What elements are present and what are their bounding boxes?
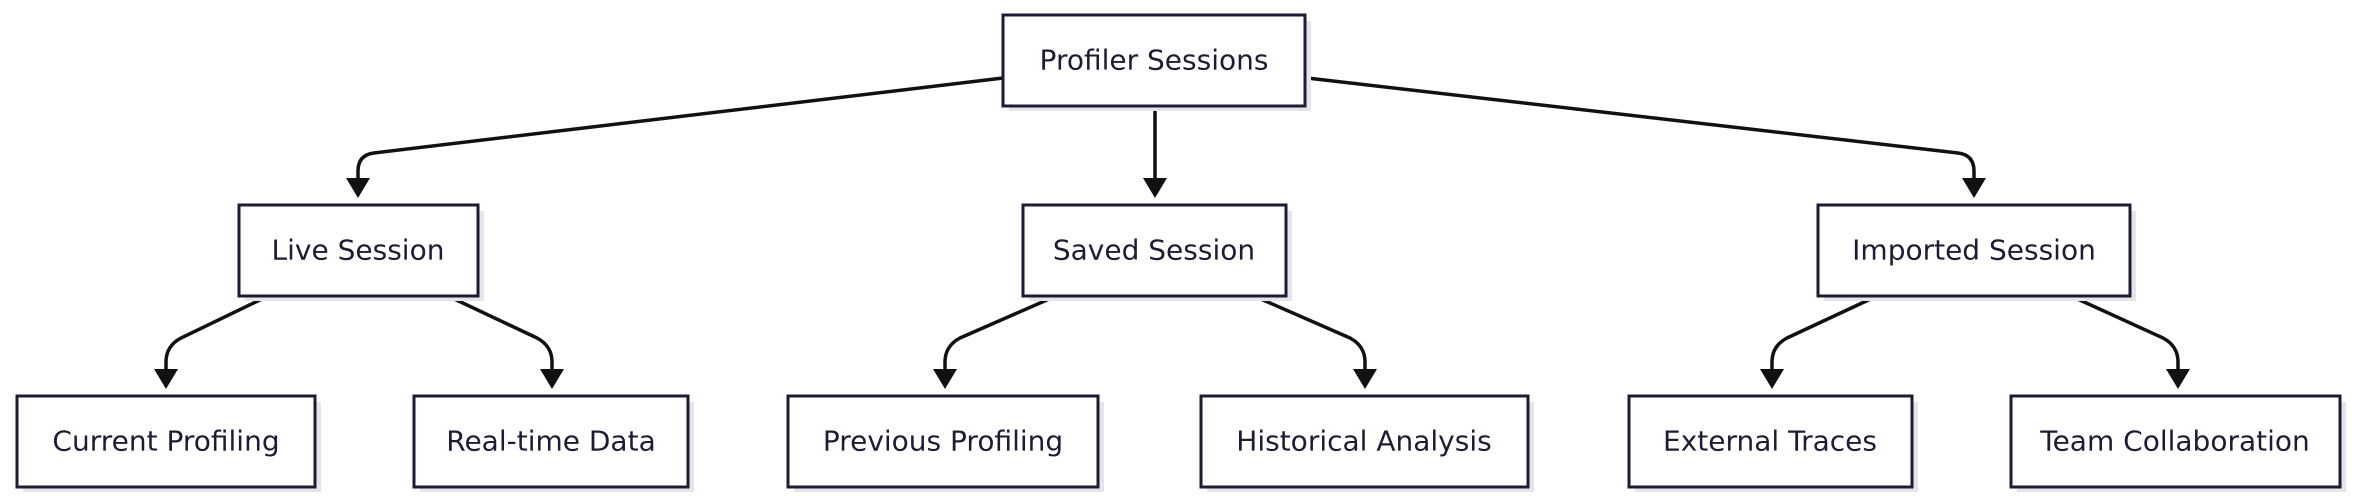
node-label-current-profiling: Current Profiling: [52, 425, 279, 458]
edge-imported-to-team-collaboration: [2070, 294, 2180, 371]
edge-root-to-imported: [1306, 76, 1976, 180]
node-team-collaboration: Team Collaboration: [2009, 394, 2346, 492]
edge-live-to-realtime-data: [447, 294, 554, 371]
node-label-profiler-sessions: Profiler Sessions: [1040, 44, 1269, 77]
node-live-session: Live Session: [237, 203, 484, 301]
arrowhead-team-collaboration: [2166, 369, 2190, 389]
node-current-profiling: Current Profiling: [15, 394, 321, 492]
arrowhead-live: [346, 178, 370, 198]
arrowhead-historical-analysis: [1353, 369, 1377, 389]
node-profiler-sessions: Profiler Sessions: [1001, 13, 1311, 111]
arrowhead-imported: [1962, 178, 1986, 198]
edge-root-to-live: [356, 76, 1004, 180]
arrowhead-saved: [1143, 178, 1167, 198]
edges: [154, 76, 2190, 389]
node-imported-session: Imported Session: [1816, 203, 2136, 301]
node-label-live-session: Live Session: [272, 234, 445, 267]
node-label-realtime-data: Real-time Data: [446, 425, 655, 458]
node-saved-session: Saved Session: [1021, 203, 1292, 301]
edge-imported-to-external-traces: [1770, 294, 1878, 371]
arrowhead-realtime-data: [540, 369, 564, 389]
node-label-imported-session: Imported Session: [1852, 234, 2096, 267]
node-realtime-data: Real-time Data: [412, 394, 694, 492]
node-label-previous-profiling: Previous Profiling: [823, 425, 1063, 458]
arrowhead-external-traces: [1760, 369, 1784, 389]
node-label-historical-analysis: Historical Analysis: [1236, 425, 1491, 458]
arrowhead-previous-profiling: [933, 369, 957, 389]
edge-saved-to-historical-analysis: [1253, 294, 1367, 371]
node-label-external-traces: External Traces: [1663, 425, 1877, 458]
edge-live-to-current-profiling: [164, 294, 269, 371]
node-external-traces: External Traces: [1627, 394, 1918, 492]
edge-saved-to-previous-profiling: [943, 294, 1057, 371]
node-historical-analysis: Historical Analysis: [1199, 394, 1534, 492]
arrowhead-current-profiling: [154, 369, 178, 389]
node-previous-profiling: Previous Profiling: [786, 394, 1104, 492]
node-label-saved-session: Saved Session: [1053, 234, 1255, 267]
node-label-team-collaboration: Team Collaboration: [2039, 425, 2310, 458]
